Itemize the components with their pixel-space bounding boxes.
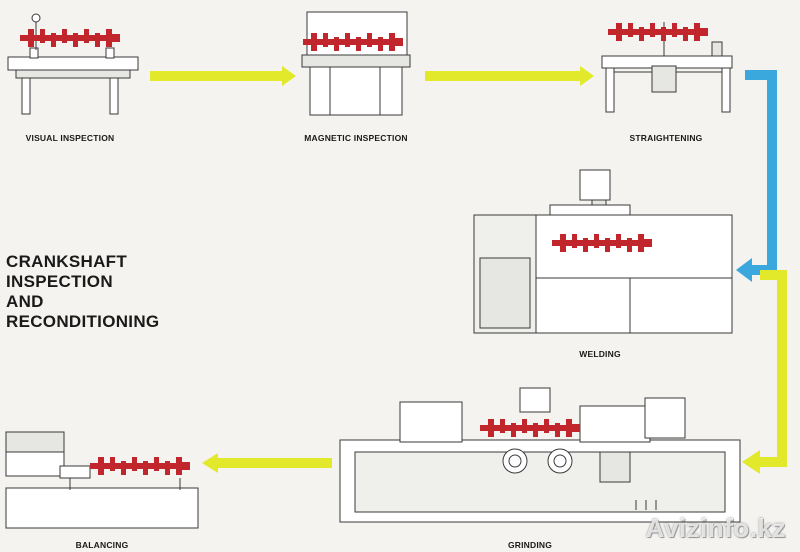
stage-label-visual-inspection: VISUAL INSPECTION	[25, 133, 115, 143]
flow-arrow-visual-to-magnetic	[150, 66, 296, 86]
stage-label-grinding: GRINDING	[507, 540, 553, 550]
stage-label-welding: WELDING	[579, 349, 621, 359]
magnetic-inspection-machine	[301, 11, 411, 116]
straightening-machine	[601, 22, 733, 113]
flow-arrow-grinding-to-balancing	[202, 453, 332, 473]
stage-label-balancing: BALANCING	[75, 540, 129, 550]
title-line: CRANKSHAFT	[6, 252, 128, 271]
welding-machine	[473, 169, 733, 334]
title-line: INSPECTION	[6, 272, 113, 291]
title-line: RECONDITIONING	[6, 312, 160, 331]
balancing-machine	[5, 431, 199, 529]
visual-inspection-machine	[7, 13, 139, 115]
flow-arrow-welding-to-grinding	[742, 270, 787, 474]
title-line: AND	[6, 292, 44, 311]
diagram-title: CRANKSHAFT INSPECTION AND RECONDITIONING	[6, 252, 159, 332]
flow-arrow-magnetic-to-straightening	[425, 66, 594, 86]
flow-arrow-straightening-to-welding	[736, 70, 777, 282]
watermark: Avizinfo.kz	[645, 513, 786, 543]
stage-label-straightening: STRAIGHTENING	[629, 133, 703, 143]
grinding-machine	[339, 387, 741, 523]
stage-label-magnetic-inspection: MAGNETIC INSPECTION	[304, 133, 408, 143]
